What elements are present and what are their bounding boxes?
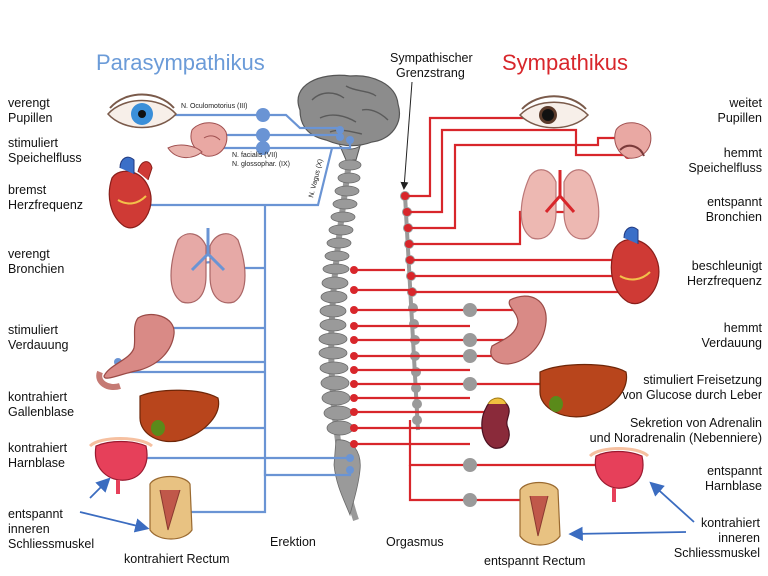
sym-lung-label-1: entspannt <box>707 195 762 209</box>
para-heart-label-2: Herzfrequenz <box>8 198 83 212</box>
sym-adrenal-label-2: und Noradrenalin (Nebenniere) <box>590 431 762 445</box>
lungs-right-icon <box>520 169 600 240</box>
sym-heart-label-2: Herzfrequenz <box>687 274 762 288</box>
rectum-left-icon <box>149 475 193 540</box>
para-heart-label-1: bremst <box>8 183 47 197</box>
sym-saliva-label-2: Speichelfluss <box>688 161 762 175</box>
lungs-left-icon <box>170 228 246 304</box>
para-bladder-label-1: kontrahiert <box>8 441 68 455</box>
sym-sphincter-label-1: kontrahiert <box>701 516 761 530</box>
eye-right-icon <box>518 95 590 129</box>
title-sympathikus: Sympathikus <box>502 50 628 75</box>
sym-eye-label-1: weitet <box>728 96 762 110</box>
heart-left-icon <box>108 156 153 229</box>
spinal-column <box>318 154 362 521</box>
para-sphincter-label-2: inneren <box>8 522 50 536</box>
salivary-gland-right-icon <box>614 122 652 159</box>
sym-digest-label-2: Verdauung <box>702 336 763 350</box>
nerve-oculomotorius-label: N. Oculomotorius (III) <box>181 103 248 110</box>
bladder-right-icon <box>588 447 650 502</box>
para-bladder-label-2: Harnblase <box>8 456 65 470</box>
kidney-adrenal-icon <box>481 397 510 449</box>
arrow-left-to-bladder <box>89 477 111 499</box>
sym-orgasmus-label: Orgasmus <box>386 535 444 549</box>
arrow-left-to-rectum <box>79 511 150 533</box>
title-parasympathikus: Parasympathikus <box>96 50 265 75</box>
sym-sphincter-label-2: inneren <box>718 531 760 545</box>
nerve-facialis-label: N. facialis (VII) <box>232 152 278 159</box>
sym-rectum-label: entspannt Rectum <box>484 554 585 568</box>
bladder-left-icon <box>88 437 153 494</box>
salivary-gland-left-icon <box>167 122 228 158</box>
para-gall-label-1: kontrahiert <box>8 390 68 404</box>
rectum-right-icon <box>519 481 561 546</box>
grenzstrang-label-2: Grenzstrang <box>396 66 465 80</box>
para-erektion-label: Erektion <box>270 535 316 549</box>
liver-left-icon <box>139 389 220 443</box>
stomach-right-icon <box>490 295 547 365</box>
sym-liver-label-2: von Glucose durch Leber <box>622 388 762 402</box>
para-gall-label-2: Gallenblase <box>8 405 74 419</box>
sym-adrenal-label-1: Sekretion von Adrenalin <box>630 416 762 430</box>
sym-heart-label-1: beschleunigt <box>692 259 763 273</box>
para-sphincter-label-3: Schliessmuskel <box>8 537 94 551</box>
sym-eye-label-2: Pupillen <box>718 111 763 125</box>
stomach-intestine-left-icon <box>96 313 175 390</box>
para-digest-label-1: stimuliert <box>8 323 59 337</box>
arrow-right-to-bladder <box>649 481 695 523</box>
sym-saliva-label-1: hemmt <box>724 146 763 160</box>
grenzstrang-arrow <box>400 81 413 190</box>
para-digest-label-2: Verdauung <box>8 338 69 352</box>
para-eye-label-2: Pupillen <box>8 111 53 125</box>
para-saliva-label-1: stimuliert <box>8 136 59 150</box>
para-saliva-label-2: Speichelfluss <box>8 151 82 165</box>
sym-liver-label-1: stimuliert Freisetzung <box>643 373 762 387</box>
heart-right-icon <box>610 226 660 305</box>
para-sphincter-label-1: entspannt <box>8 507 63 521</box>
para-lung-label-1: verengt <box>8 247 50 261</box>
sym-bladder-label-1: entspannt <box>707 464 762 478</box>
sym-sphincter-label-3: Schliessmuskel <box>674 546 760 560</box>
grenzstrang-label-1: Sympathischer <box>390 51 473 65</box>
sym-digest-label-1: hemmt <box>724 321 763 335</box>
nerve-glossophar-label: N. glossophar. (IX) <box>232 161 290 168</box>
sym-bladder-label-2: Harnblase <box>705 479 762 493</box>
eye-left-icon <box>106 93 178 129</box>
para-lung-label-2: Bronchien <box>8 262 64 276</box>
liver-right-icon <box>539 363 628 418</box>
para-eye-label-1: verengt <box>8 96 50 110</box>
sym-lung-label-2: Bronchien <box>706 210 762 224</box>
arrow-right-to-rectum <box>568 526 687 542</box>
para-rectum-label: kontrahiert Rectum <box>124 552 230 566</box>
